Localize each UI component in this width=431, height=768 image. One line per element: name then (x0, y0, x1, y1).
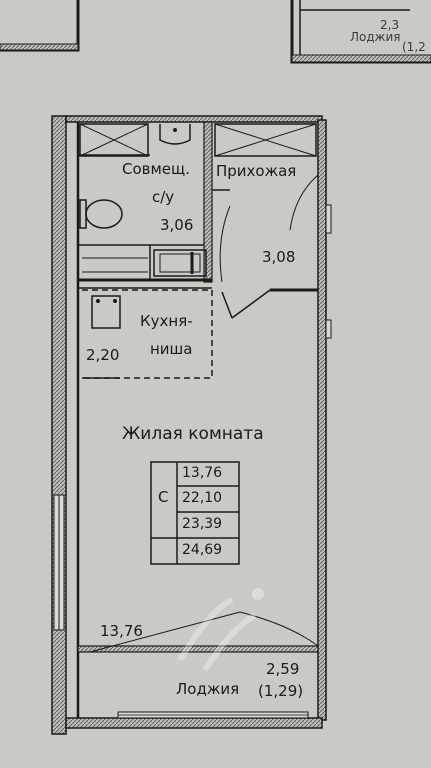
summary-table-value-4: 24,69 (182, 542, 223, 558)
summary-table-grid (150, 461, 240, 565)
left-wall (51, 115, 67, 735)
hallway-walls (212, 123, 319, 319)
summary-table-value-3: 23,39 (182, 516, 223, 532)
bathroom-walls (78, 121, 213, 289)
top-wall (65, 115, 323, 123)
loggia-walls (65, 611, 323, 729)
washbasin-icon (159, 124, 191, 145)
bathroom-area: 3,06 (160, 216, 194, 234)
summary-table-letter: С (158, 488, 169, 506)
loggia-area-reduced: (1,29) (258, 682, 304, 700)
living-room-name: Жилая комната (122, 424, 264, 444)
watermark-logo (177, 588, 264, 672)
summary-table-value-1: 13,76 (182, 465, 223, 481)
kitchen-area: 2,20 (86, 346, 120, 364)
right-wall (317, 119, 332, 721)
neighbor-loggia-reduced-label: (1,2 (402, 40, 426, 54)
neighbor-plan-fragment (0, 0, 431, 64)
loggia-name: Лоджия (176, 680, 240, 698)
neighbor-area-label: 2,3 (380, 18, 400, 32)
bathroom-name-line2: с/у (152, 188, 175, 206)
toilet-icon (79, 199, 123, 229)
hallway-name: Прихожая (216, 162, 297, 180)
kitchen-name-line1: Кухня- (140, 312, 193, 330)
kitchen-niche-outline (82, 289, 213, 379)
living-room-area: 13,76 (100, 622, 143, 640)
loggia-area: 2,59 (266, 660, 300, 678)
summary-table-value-2: 22,10 (182, 490, 223, 506)
kitchen-appliances (82, 249, 207, 329)
hallway-area: 3,08 (262, 248, 296, 266)
kitchen-name-line2: ниша (150, 340, 193, 358)
neighbor-loggia-label: Лоджия (350, 30, 401, 44)
bathroom-name-line1: Совмещ. (122, 160, 190, 178)
